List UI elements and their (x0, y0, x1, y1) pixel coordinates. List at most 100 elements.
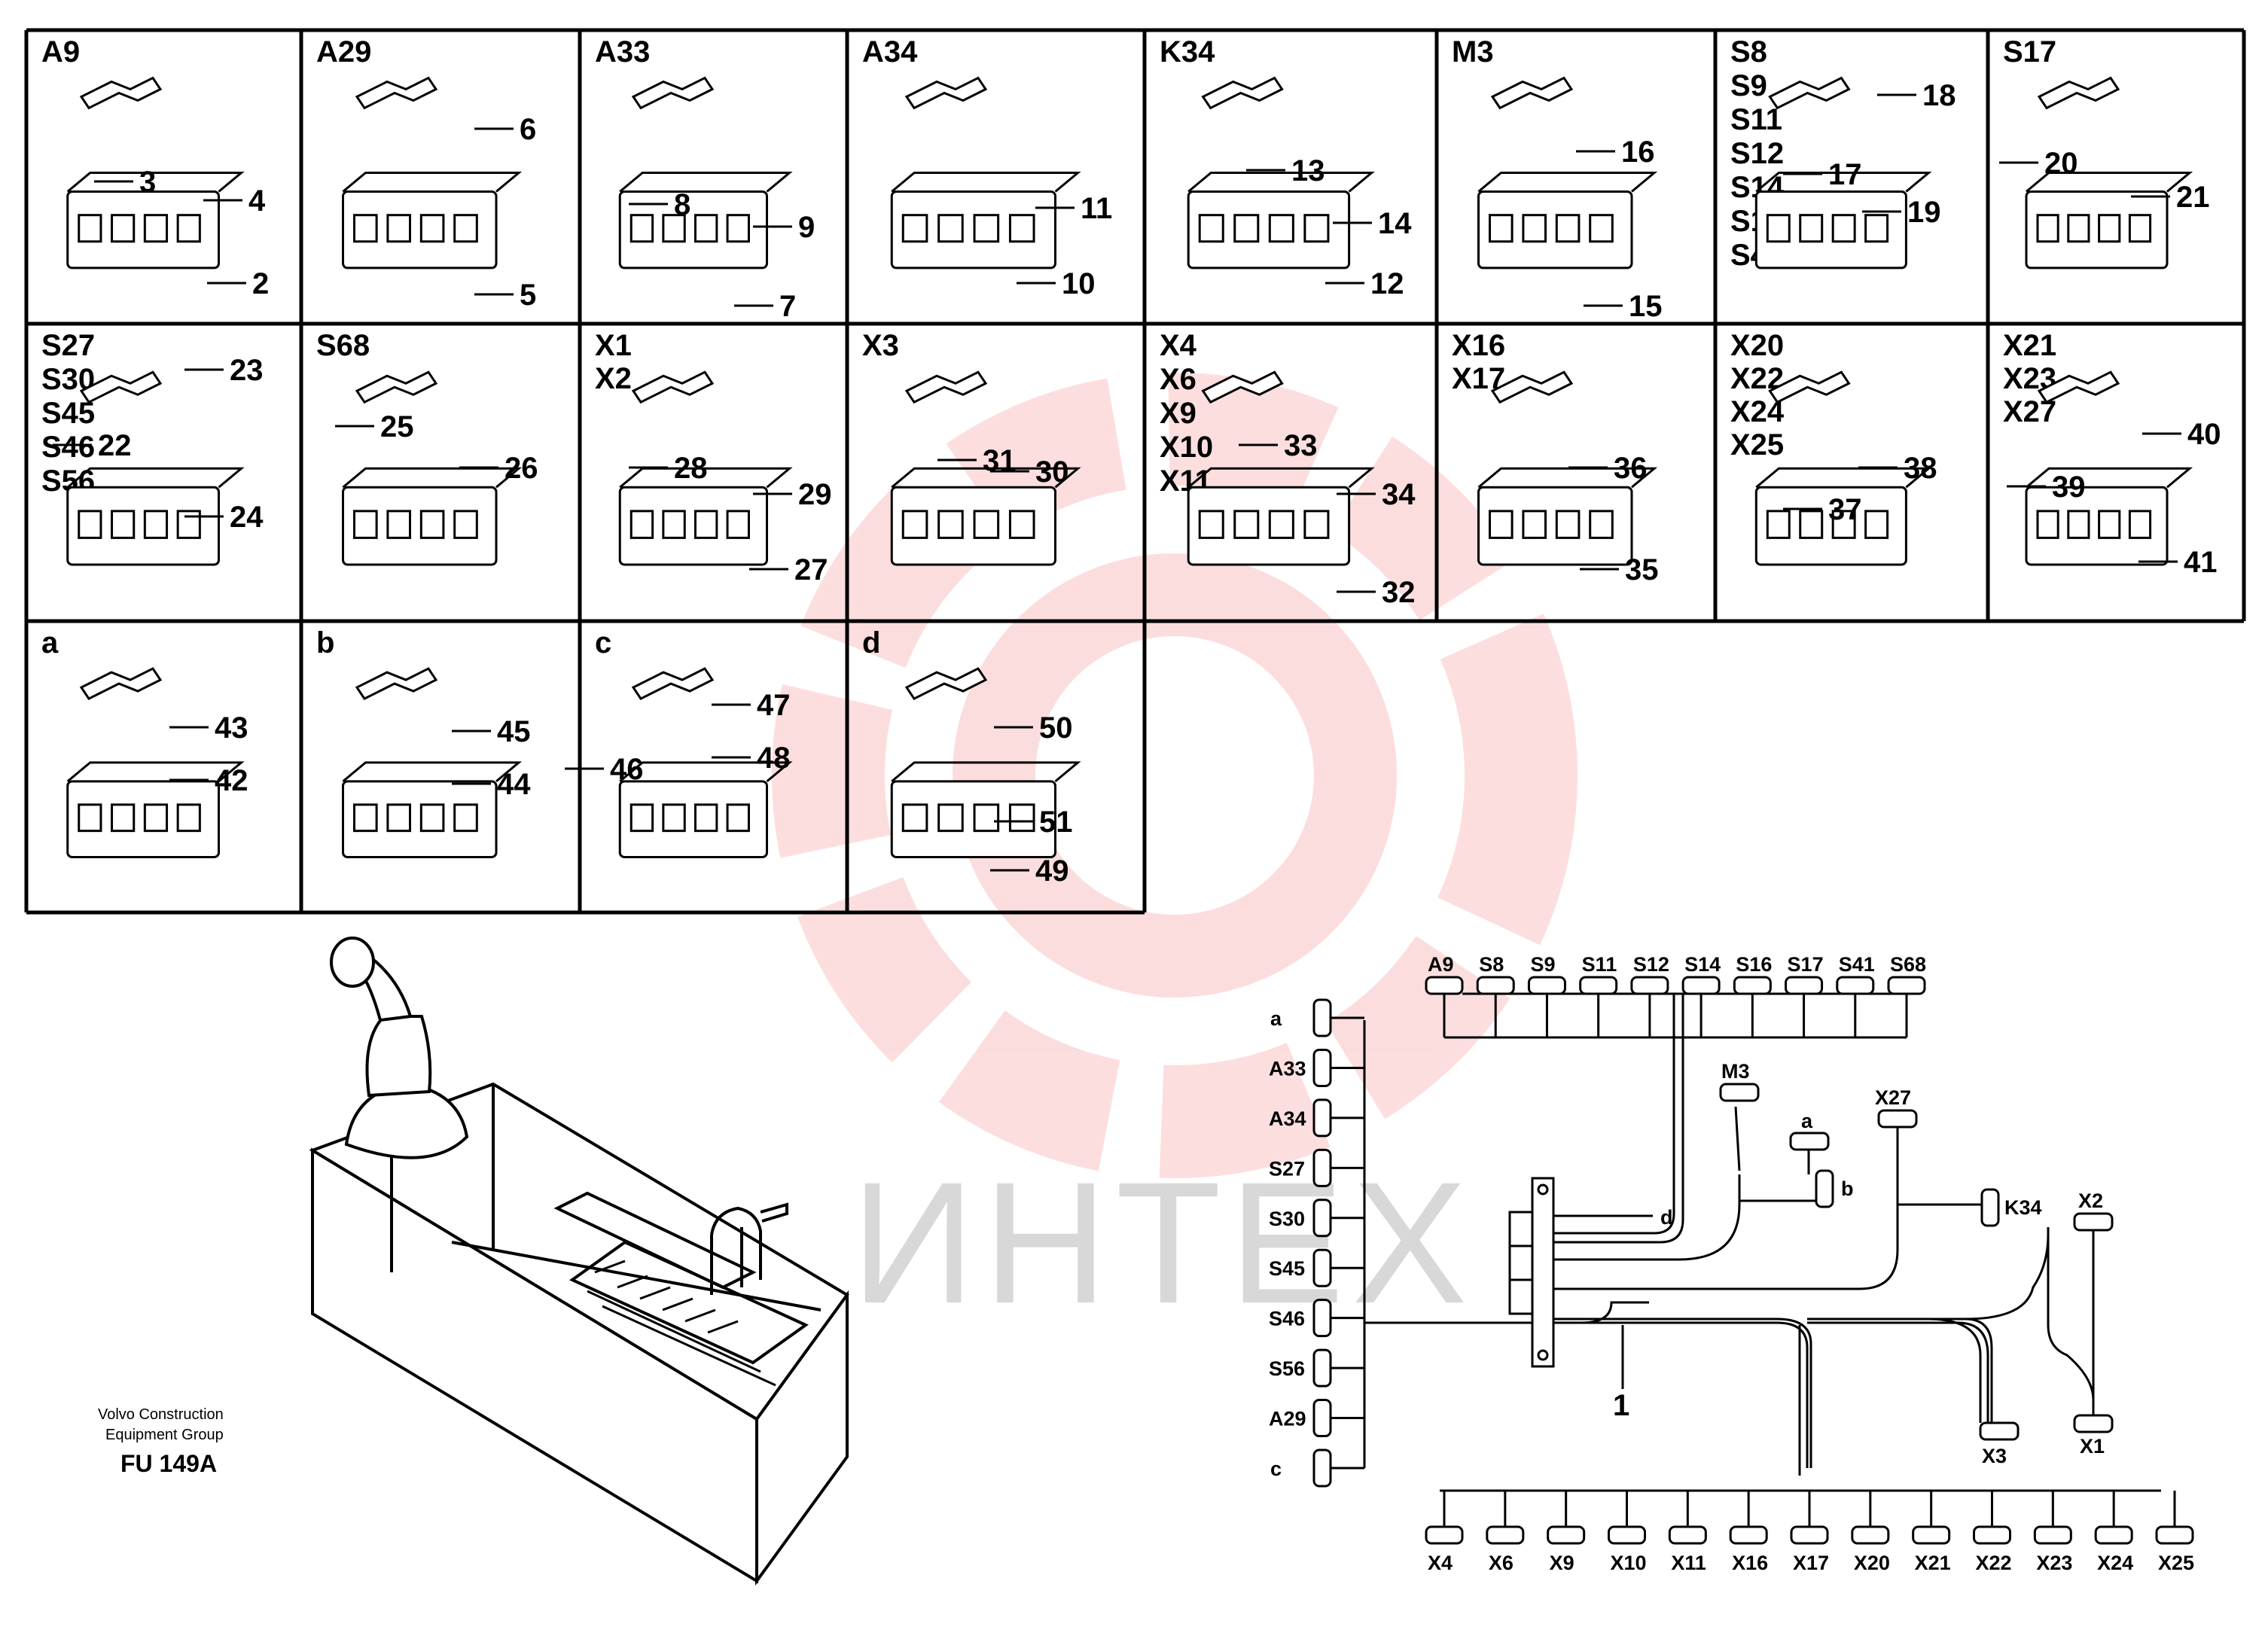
connector-icon (618, 370, 793, 566)
cell-title: S68 (316, 329, 370, 362)
connector-icon (1477, 76, 1658, 270)
callout-number: 22 (98, 429, 132, 462)
callout-number: 34 (1382, 478, 1416, 511)
left-connector: A33 (1269, 1048, 1332, 1087)
callout-number: 17 (1828, 158, 1862, 191)
callout-number: 26 (505, 452, 538, 485)
callout-number: 18 (1922, 79, 1956, 112)
branch-label-x27: X27 (1875, 1086, 1911, 1109)
bottom-connector: X24 (2094, 1525, 2133, 1574)
callout-number: 21 (2176, 181, 2210, 214)
bottom-connector: X11 (1668, 1525, 1707, 1574)
schematic-branch-labels: M3 a b X27 K34 d X2 X3 X1 1 (1613, 1060, 2114, 1467)
callout-number: 32 (1382, 576, 1416, 609)
callout-number: 6 (520, 113, 536, 146)
caption-line2: Equipment Group (105, 1427, 224, 1443)
connector-icon (1754, 370, 1932, 566)
left-connector: a (1270, 998, 1332, 1037)
cell-title: X25 (1730, 428, 1784, 461)
connector-icon (618, 76, 793, 270)
callout-number: 19 (1907, 196, 1941, 229)
callout-number: 10 (1062, 267, 1096, 300)
connector-label: X10 (1611, 1552, 1647, 1574)
top-connector: S11 (1579, 953, 1618, 995)
connector-label: X11 (1671, 1552, 1706, 1574)
connector-label: S9 (1530, 953, 1555, 976)
callout-number: 27 (794, 553, 828, 586)
caption-line1: Volvo Construction (98, 1406, 224, 1423)
connector-icon (890, 76, 1081, 270)
connector-label: A34 (1269, 1107, 1306, 1130)
bottom-connector: X22 (1973, 1525, 2012, 1574)
cell-title: A33 (595, 35, 650, 69)
callout-number: 46 (610, 753, 644, 786)
callout-number: 2 (252, 267, 269, 300)
connector-icon (2025, 370, 2193, 566)
cell-title: X9 (1160, 397, 1196, 430)
connector-label: X16 (1732, 1552, 1768, 1574)
cell-title: X20 (1730, 329, 1784, 362)
left-connector: S46 (1269, 1299, 1332, 1338)
connector-icon (66, 667, 245, 858)
connector-label: S27 (1269, 1157, 1305, 1180)
left-connector: c (1270, 1448, 1332, 1488)
connector-label: X4 (1428, 1552, 1453, 1574)
cell-title: d (862, 626, 880, 659)
bottom-connector: X10 (1608, 1525, 1647, 1574)
callout-number: 44 (497, 768, 531, 801)
connector-label: X17 (1793, 1552, 1829, 1574)
connector-label: X9 (1550, 1552, 1574, 1574)
cell-title: c (595, 626, 611, 659)
callout-number: 42 (215, 764, 248, 797)
connector-label: A29 (1269, 1408, 1306, 1430)
connector-label: X24 (2097, 1552, 2133, 1574)
bottom-connector: X16 (1729, 1525, 1768, 1574)
cell-title: X3 (862, 329, 899, 362)
top-connector: S14 (1681, 953, 1721, 995)
watermark-ring-icon (953, 553, 1397, 998)
connector-label: S11 (1582, 953, 1617, 976)
bottom-connector: X21 (1912, 1525, 1951, 1574)
left-connector: S56 (1269, 1348, 1332, 1388)
connector-label: S16 (1736, 953, 1772, 976)
callout-number: 41 (2184, 546, 2218, 579)
callout-number: 43 (215, 711, 248, 745)
callout-number: 49 (1035, 854, 1069, 888)
cell-title: X6 (1160, 363, 1196, 396)
cell-title: X10 (1160, 431, 1213, 464)
callout-number: 45 (497, 715, 531, 748)
cell-title: S12 (1730, 137, 1784, 170)
callout-number: 8 (674, 188, 690, 221)
connector-label: X20 (1854, 1552, 1890, 1574)
bottom-connector: X20 (1851, 1525, 1890, 1574)
top-connector: S8 (1476, 953, 1515, 995)
callout-number: 3 (139, 166, 156, 199)
bottom-connector: X6 (1486, 1525, 1525, 1574)
callout-number: 50 (1039, 711, 1073, 745)
watermark-text: ИНТЕХ (851, 1146, 1475, 1339)
callout-number: 29 (798, 478, 832, 511)
connector-icon (890, 370, 1081, 566)
callout-number: 14 (1378, 207, 1412, 240)
connector-label: S68 (1890, 953, 1926, 976)
bottom-connector: X23 (2033, 1525, 2072, 1574)
bottom-connector: X9 (1547, 1525, 1586, 1574)
wiring-schematic (1363, 992, 2161, 1492)
cell-title: S27 (41, 329, 95, 362)
grid-cells: A9342A2965A33897A341110K34131412M31615S8… (41, 35, 2221, 888)
cell-title: S46 (41, 431, 95, 464)
callout-number: 7 (779, 290, 796, 323)
connector-label: X23 (2036, 1552, 2072, 1574)
connector-label: S56 (1269, 1357, 1305, 1380)
callout-number: 36 (1614, 452, 1648, 485)
